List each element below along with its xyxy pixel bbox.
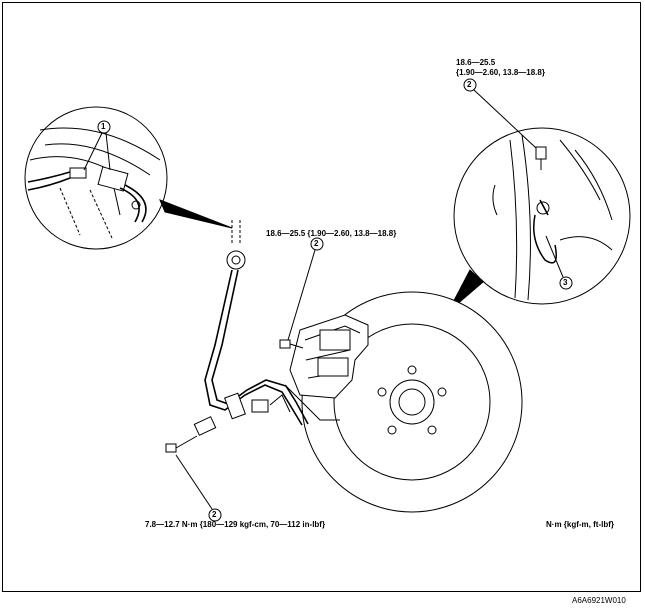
callout-3-number: 3 [563,278,568,287]
caliper-bolt [279,339,304,349]
torque-top-right-line1: 18.6—25.5 [456,58,496,67]
connector-detail-view [24,106,168,250]
sensor-bracket-bolt [165,435,198,453]
callout-2-bottom-number: 2 [212,510,217,519]
units-legend: N·m {kgf-m, ft-lbf} [546,520,614,529]
callout-2-mid-marker [287,237,324,341]
callout-2-mid-number: 2 [314,239,319,248]
torque-top-right-line2: {1.90—2.60, 13.8—18.8} [456,68,545,77]
diagram-frame [2,2,641,592]
callout-2-top-number: 2 [467,80,472,89]
callout-2-bottom-marker [175,454,222,522]
torque-bottom-label: 7.8—12.7 N·m {180—129 kgf-cm, 70—112 in-… [145,520,326,529]
figure-code: A6A6921W010 [572,596,626,605]
brake-caliper [284,314,369,421]
callout-3-marker [545,235,573,290]
callout-1-number: 1 [101,122,106,131]
callout-2-top-right-marker [463,78,537,149]
torque-mid-label: 18.6—25.5 {1.90—2.60, 13.8—18.8} [266,229,397,238]
callout-1-marker [83,120,111,171]
detail-pointer-left [159,199,233,229]
sensor-detail-view [453,127,631,305]
sensor-harness [193,220,309,436]
